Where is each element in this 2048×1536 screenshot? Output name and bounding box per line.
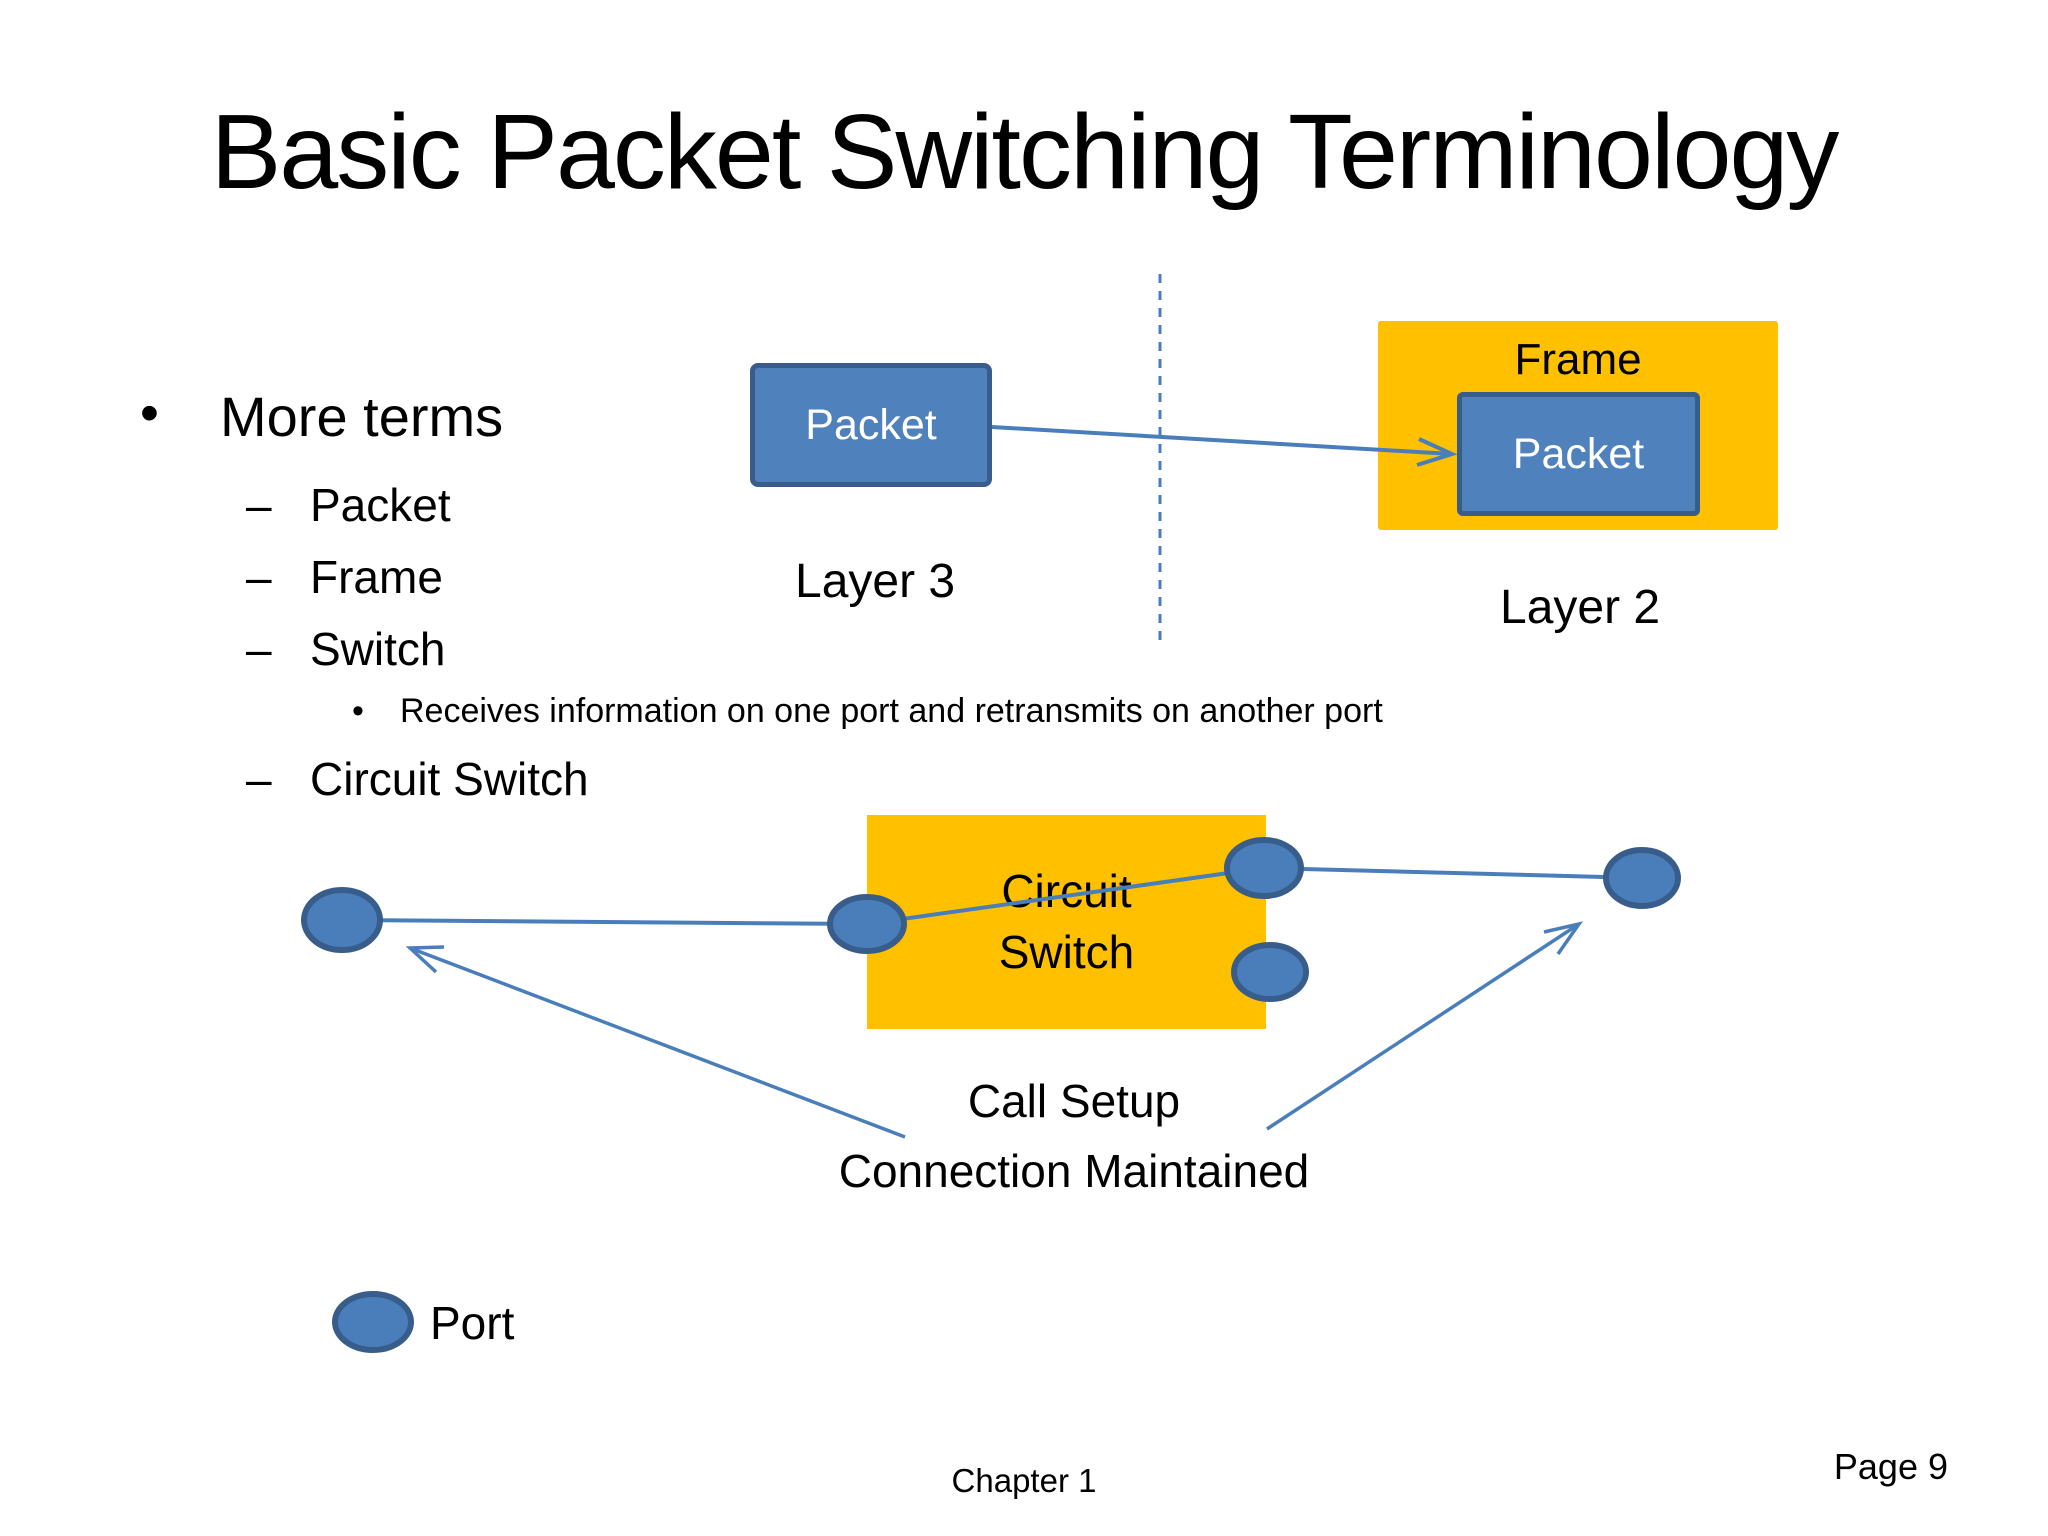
packet-box: Packet xyxy=(750,363,992,487)
bullet-switch-description: Receives information on one port and ret… xyxy=(400,692,1383,730)
port-ellipse-far-right xyxy=(1603,847,1681,909)
bullet-switch: Switch xyxy=(310,623,446,675)
bullet-more-terms: More terms xyxy=(220,385,504,448)
bullet-frame: Frame xyxy=(310,551,443,603)
footer-chapter: Chapter 1 xyxy=(951,1462,1097,1499)
bullet-packet: Packet xyxy=(310,479,451,531)
bullet-dash-circuit-switch: – xyxy=(246,753,272,805)
circuit-switch-label-line2: Switch xyxy=(998,926,1135,978)
frame-packet-box-label: Packet xyxy=(1512,429,1645,478)
call-setup-arrow-left-head-icon xyxy=(405,945,445,974)
bullet-dash-switch: – xyxy=(246,623,272,675)
circuit-switch-box: Circuit Switch xyxy=(867,815,1266,1029)
connection-maintained-label: Connection Maintained xyxy=(838,1145,1310,1197)
circuit-switch-label-line1: Circuit xyxy=(1001,865,1132,917)
call-setup-callout: Call Setup Connection Maintained xyxy=(644,1066,1504,1206)
packet-box-label: Packet xyxy=(805,400,937,449)
bullet-dot-level3: • xyxy=(352,692,364,730)
layer2-label: Layer 2 xyxy=(1500,581,1661,634)
frame-box-label: Frame xyxy=(1514,335,1642,384)
frame-packet-box: Packet xyxy=(1457,392,1700,516)
footer-page: Page 9 xyxy=(1833,1446,1948,1487)
bullet-dash-packet: – xyxy=(246,479,272,531)
legend-port-ellipse-icon xyxy=(332,1291,414,1353)
port-link-line-left xyxy=(341,918,868,926)
port-link-line-right xyxy=(1263,866,1643,880)
call-setup-label: Call Setup xyxy=(967,1075,1181,1127)
bullet-dot-level1: • xyxy=(140,383,159,443)
slide-title: Basic Packet Switching Terminology xyxy=(210,93,1840,211)
frame-box: Frame Packet xyxy=(1378,321,1778,530)
call-setup-arrow-right-head-icon xyxy=(1543,921,1584,956)
legend-port-label: Port xyxy=(430,1297,515,1349)
bullet-circuit-switch: Circuit Switch xyxy=(310,753,589,805)
bullet-dash-frame: – xyxy=(246,551,272,603)
port-ellipse-far-left xyxy=(301,887,383,953)
layer3-label: Layer 3 xyxy=(795,555,956,608)
